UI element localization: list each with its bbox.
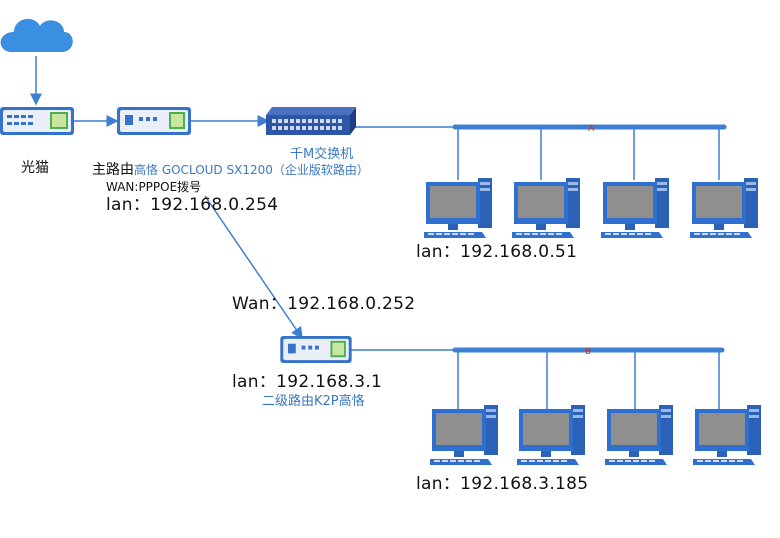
- modem-icon: [0, 107, 74, 135]
- sub-router-label: 二级路由K2P高恪: [262, 394, 365, 409]
- internet-cloud-icon: [0, 18, 73, 53]
- segment-a-lan-label: lan：192.168.0.51: [416, 242, 578, 262]
- connection-lines: [30, 56, 455, 351]
- sub-router-icon: [280, 336, 352, 363]
- drop-lines: [457, 127, 720, 410]
- pc-icon: [424, 178, 492, 238]
- main-router-lan-label: lan：192.168.0.254: [106, 195, 279, 215]
- pc-icon: [690, 178, 758, 238]
- main-router-icon: [117, 107, 191, 135]
- main-router-prefix: 主路由: [92, 162, 134, 178]
- switch-icon: [266, 107, 356, 135]
- switch-label: 千M交换机: [290, 147, 354, 162]
- wan-pppoe-label: WAN:PPPOE拨号: [106, 180, 202, 194]
- pc-icon: [601, 178, 669, 238]
- pc-icon: [693, 405, 761, 465]
- pc-icon: [430, 405, 498, 465]
- main-router-model: 高恪 GOCLOUD SX1200（企业版软路由）: [134, 163, 369, 177]
- pc-icon: [605, 405, 673, 465]
- bus-b-label: B: [585, 347, 591, 357]
- pc-icon: [512, 178, 580, 238]
- segment-b-lan-label: lan：192.168.3.185: [416, 474, 589, 494]
- pc-icon: [517, 405, 585, 465]
- sub-router-wan-label: Wan：192.168.0.252: [232, 294, 416, 314]
- main-router-label: 主路由高恪 GOCLOUD SX1200（企业版软路由）: [92, 161, 369, 177]
- modem-label: 光猫: [21, 160, 49, 176]
- bus-a-label: A: [588, 124, 595, 134]
- sub-router-lan-label: lan：192.168.3.1: [232, 372, 383, 392]
- bus-a: A: [452, 124, 727, 134]
- bus-b: B: [452, 347, 725, 357]
